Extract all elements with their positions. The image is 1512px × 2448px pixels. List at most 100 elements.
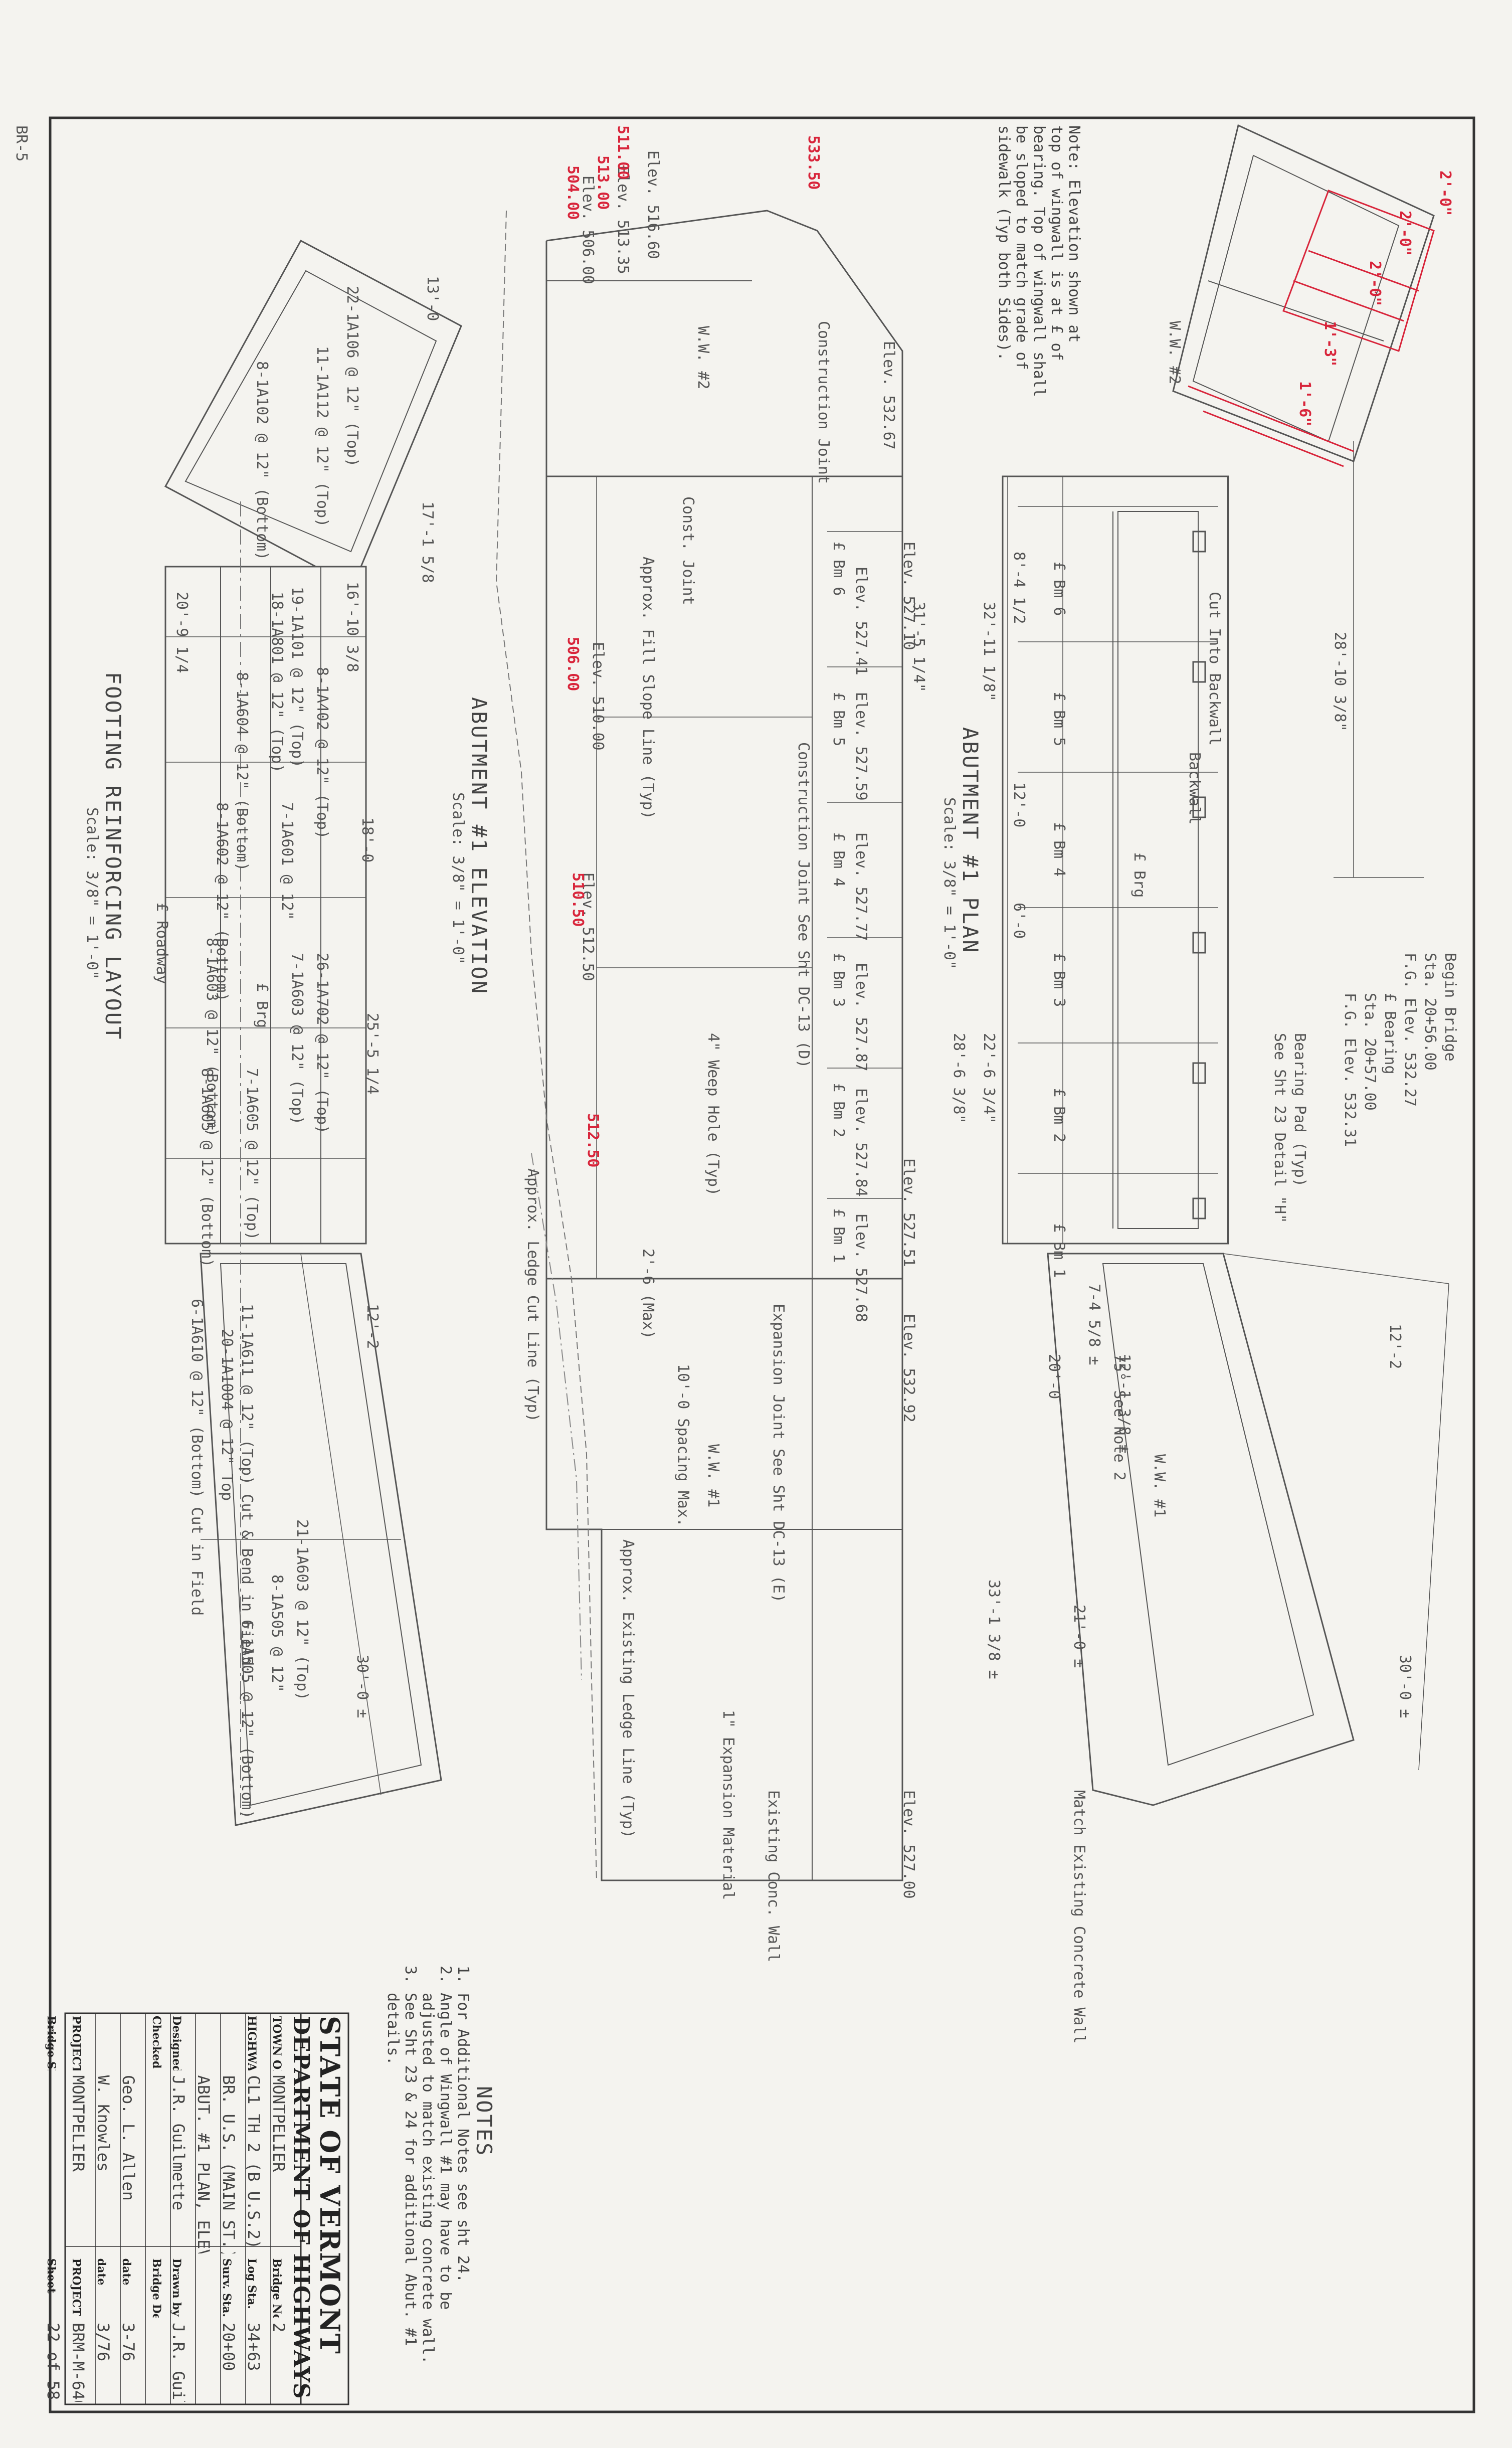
elevation-annotation: 10'-0 Spacing Max. <box>674 1364 692 1527</box>
elevation-annotation: £ Bm 4 <box>830 832 847 887</box>
plan-annotation: £ Bm 1 <box>1050 1223 1068 1278</box>
abutment-plan-view <box>1002 124 1449 1806</box>
plan-annotation: £ Bm 6 <box>1050 562 1068 616</box>
title-block-value: Geo. L. Allen <box>119 2075 138 2201</box>
footing-annotation: 22-1A106 @ 12" (Top) <box>343 286 361 467</box>
plan-annotation: £ Bearing <box>1381 993 1399 1075</box>
footing-annotation: 8-1A505 @ 12" <box>268 1575 286 1692</box>
top-note-line: top of wingwall is at £ of <box>1048 125 1065 361</box>
title-block-value: 34+63 <box>244 2323 263 2371</box>
top-note-line: bearing. Top of wingwall shall <box>1030 125 1048 397</box>
footing-annotation: 17'-1 5/8 <box>419 501 436 583</box>
elevation-annotation: Elev. 516.60 <box>644 150 662 259</box>
plan-annotation: 28'-10 3/8" <box>1331 632 1349 732</box>
footing-annotation: 20'-9 1/4 <box>173 592 191 673</box>
title-block-label: Checked by <box>150 2016 163 2070</box>
footing-annotation: 26-1A702 @ 12" (Top) <box>313 953 331 1134</box>
plan-annotation: Bearing Pad (Typ) <box>1291 1033 1308 1187</box>
elevation-title: ABUTMENT #1 ELEVATION <box>467 697 491 995</box>
footing-annotation: 11-1A112 @ 12" (Top) <box>313 346 331 528</box>
plan-annotation: F.G. Elev. 532.31 <box>1341 993 1359 1147</box>
title-block-label: date <box>95 2258 108 2286</box>
elevation-annotation: W.W. #2 <box>694 326 712 390</box>
note-item: 2. Angle of Wingwall #1 may have to be <box>437 1966 454 2310</box>
title-block-label: Drawn by <box>170 2258 183 2317</box>
elevation-annotation: Elev. 527.10 <box>900 542 917 650</box>
title-block-row: ABUT. #1 PLAN, ELEVATION & REINFORCING L… <box>188 2016 213 2402</box>
sheet-code: BR-5 <box>13 125 30 162</box>
title-block-row: HIGHWAY NO.CL1 TH 2 (B U.S.2)Log Sta.34+… <box>238 2016 263 2402</box>
title-block-row: Checked by Bridge Design Supervisor <box>138 2016 163 2402</box>
footing-annotation: 8-1A605 @ 12" (Bottom) <box>198 1068 216 1268</box>
plan-annotation: Begin Bridge <box>1441 953 1459 1062</box>
red-elevation-value: 511.00 <box>614 125 632 180</box>
title-block-label: Bridge No. <box>270 2258 283 2318</box>
plan-annotation: 7-4 5/8 ± <box>1085 1284 1103 1365</box>
elevation-annotation: Construction Joint See Sht DC-13 (D) <box>795 742 812 1069</box>
elevation-annotation: Approx. Ledge Cut Line (Typ) <box>524 1168 541 1422</box>
footing-annotation: 11-1A611 @ 12" (Top) Cut & Bend in Field <box>238 1304 256 1666</box>
footing-annotation: 8-1A102 @ 12" (Bottom) <box>253 361 271 561</box>
red-revision-markup <box>1188 190 1435 467</box>
title-block-row: BR. U.S. (MAIN ST.) OVER WINOOSKI RIVERS… <box>213 2016 238 2402</box>
top-note-line: sidewalk (Typ both Sides). <box>995 125 1013 361</box>
footing-view-title: FOOTING REINFORCING LAYOUT Scale: 3/8" =… <box>83 672 125 1040</box>
top-note-line: be sloped to match grade of <box>1013 125 1030 370</box>
title-block-value: BRM-M-6400(1) <box>69 2323 88 2402</box>
title-block-label: PROJECT NO. <box>70 2258 83 2318</box>
title-block-value: BR. U.S. (MAIN ST.) OVER WINOOSKI RIVER <box>219 2075 238 2253</box>
abutment-elevation-view <box>545 210 903 1881</box>
elevation-annotation: Elev. 527.51 <box>900 1158 917 1267</box>
footing-annotation: £ Roadway <box>153 903 170 984</box>
title-block-label: PROJECT <box>70 2016 83 2070</box>
elevation-annotation: Elev. 527.84 <box>852 1088 870 1197</box>
plan-annotation: £ Brg <box>1130 852 1148 898</box>
red-elevation-value: 510.50 <box>569 872 587 927</box>
elevation-annotation: Elev. 532.67 <box>880 341 897 450</box>
footing-annotation: 8-1A402 @ 12" (Top) <box>313 667 331 839</box>
plan-scale: Scale: 3/8" = 1'-0" <box>940 797 958 970</box>
footing-annotation: 6-1A505 @ 12" (Bottom) <box>238 1620 256 1819</box>
note-item: 3. See Sht 23 & 24 for additional Abut. … <box>402 1966 419 2346</box>
elevation-annotation: Elev. 527.77 <box>852 832 870 941</box>
ledge-line <box>531 1153 582 1680</box>
red-elevation-value: 533.50 <box>805 135 822 190</box>
note-item: adjusted to match existing concrete wall… <box>419 1966 437 2364</box>
footing-reinforcing-view <box>164 239 462 1826</box>
red-elevation-value: 2'-0" <box>1396 211 1414 256</box>
title-block-value: 3-76 <box>119 2323 138 2362</box>
elevation-annotation: £ Bm 5 <box>830 692 847 747</box>
red-elevation-value: 2'-0" <box>1436 170 1454 216</box>
plan-annotation: £ Bm 3 <box>1050 953 1068 1007</box>
red-elevation-value: 504.00 <box>564 165 582 220</box>
elevation-annotation: Approx. Existing Ledge Line (Typ) <box>619 1539 637 1839</box>
elevation-annotation: Construction Joint <box>815 321 832 484</box>
plan-annotation: 6'-0 <box>1010 903 1028 939</box>
elevation-annotation: Elev. 513.35 <box>614 165 632 274</box>
elevation-annotation: 2'-6 (Max) <box>639 1249 657 1339</box>
elevation-annotation: £ Bm 1 <box>830 1208 847 1263</box>
footing-annotation: 20-1A1004 @ 12" Top <box>218 1329 236 1501</box>
title-block-value: 3/76 <box>94 2323 113 2362</box>
plan-annotation: F.G. Elev. 532.27 <box>1401 953 1419 1107</box>
footing-title: FOOTING REINFORCING LAYOUT <box>101 672 125 1041</box>
title-block-label: Designed by <box>170 2016 183 2070</box>
plan-annotation: 20'-0 <box>1045 1354 1063 1400</box>
footing-annotation: 7-1A601 @ 12" <box>278 802 296 920</box>
title-block-value: W. Knowles <box>94 2075 113 2172</box>
red-elevation-value: 1'-6" <box>1296 381 1313 427</box>
title-block-value: ABUT. #1 PLAN, ELEVATION & REINFORCING L… <box>194 2075 213 2253</box>
plan-view-title: ABUTMENT #1 PLAN Scale: 3/8" = 1'-0" <box>940 727 983 969</box>
plan-annotation: Cut Into Backwall <box>1206 592 1223 746</box>
plan-annotation: £ Bm 4 <box>1050 822 1068 877</box>
title-block-label: Bridge Design Supervisor <box>150 2258 163 2318</box>
plan-annotation: 33'-1 3/8 ± <box>985 1580 1003 1679</box>
elevation-annotation: Approx. Fill Slope Line (Typ) <box>639 557 657 819</box>
title-block-value: 20+00 <box>219 2323 238 2371</box>
title-block-label: Sheet <box>45 2258 58 2294</box>
